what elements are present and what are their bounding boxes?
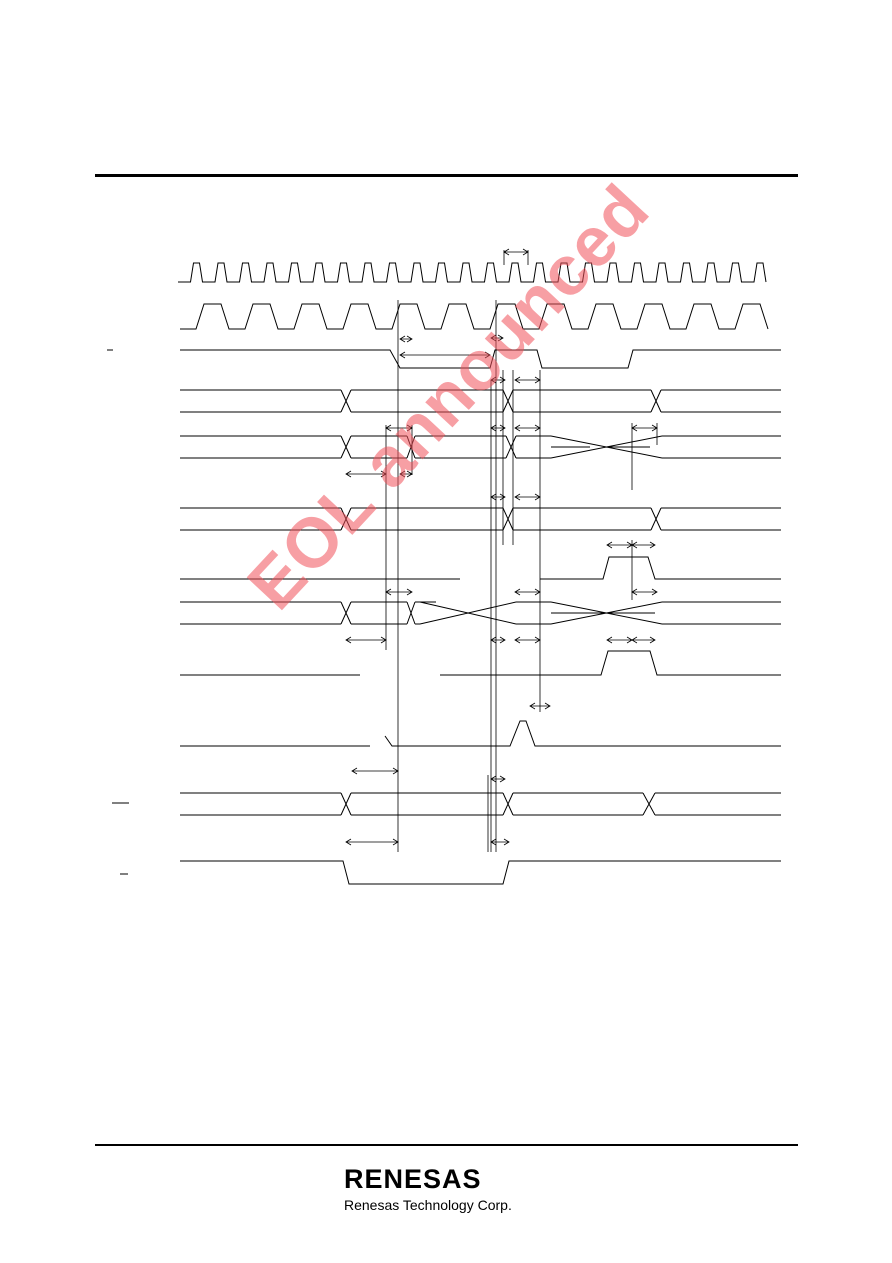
footer-rule	[95, 1144, 798, 1146]
pulse-a-waveform	[540, 556, 781, 580]
timing-arrow-9	[631, 424, 658, 432]
header-rule	[95, 174, 798, 177]
timing-arrow-11	[399, 470, 413, 478]
clock-fast-waveform	[178, 262, 767, 283]
timing-arrow-22	[606, 636, 633, 644]
timing-arrow-0	[503, 248, 529, 256]
timing-arrow-12	[490, 493, 506, 501]
timing-arrow-25	[351, 767, 399, 775]
timing-arrow-20	[490, 636, 506, 644]
logo-company: Renesas Technology Corp.	[344, 1197, 512, 1213]
timing-arrow-16	[385, 588, 413, 596]
timing-arrow-1	[399, 351, 491, 359]
timing-arrow-14	[606, 541, 633, 549]
pulse-b-waveform	[440, 650, 781, 676]
renesas-logo: RENESAS Renesas Technology Corp.	[344, 1166, 554, 1214]
address-bus-waveform	[180, 389, 781, 413]
timing-arrow-7	[490, 424, 506, 432]
timing-arrow-23	[631, 636, 656, 644]
timing-arrow-10	[345, 470, 387, 478]
timing-arrow-27	[345, 838, 399, 846]
status-bus-waveform	[180, 792, 781, 816]
address-bus-b-waveform	[180, 507, 781, 531]
enable-waveform	[180, 860, 781, 885]
logo-brand: RENESAS	[344, 1164, 482, 1194]
timing-arrow-26	[490, 775, 506, 783]
data-bus-a-waveform	[180, 435, 781, 459]
clock-slow-waveform	[180, 303, 769, 330]
timing-arrow-15	[631, 541, 656, 549]
timing-arrow-2	[490, 334, 504, 342]
timing-arrow-17	[514, 588, 541, 596]
timing-arrow-5	[514, 376, 541, 384]
timing-arrow-13	[514, 493, 541, 501]
timing-arrow-8	[514, 424, 541, 432]
timing-arrow-6	[385, 424, 413, 432]
timing-arrow-24	[529, 702, 551, 710]
timing-arrow-21	[514, 636, 541, 644]
timing-arrow-19	[345, 636, 387, 644]
pulse-c-waveform	[180, 720, 781, 747]
strobe-waveform	[180, 349, 781, 369]
timing-arrow-18	[631, 588, 658, 596]
timing-arrow-28	[490, 838, 510, 846]
timing-arrow-3	[399, 335, 413, 343]
timing-arrow-4	[490, 376, 506, 384]
